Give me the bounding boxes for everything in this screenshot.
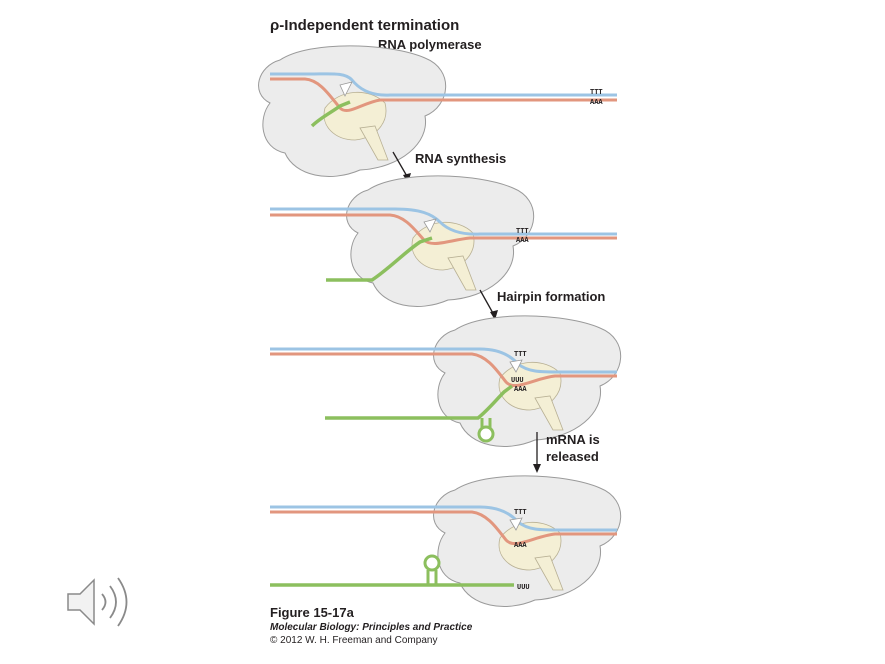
speaker-icon[interactable]	[64, 572, 136, 632]
seq-uuu: UUU	[517, 584, 530, 592]
diagram-title: ρ-Independent termination	[270, 17, 459, 34]
hairpin-stem	[480, 418, 492, 428]
active-site	[423, 218, 437, 233]
figure-number: Figure 15-17a	[270, 605, 354, 620]
panel-elongation: TTT AAA	[270, 175, 617, 307]
dna-bottom-strand	[270, 510, 617, 546]
dna-top-strand	[270, 207, 617, 236]
seq-aaa: AAA	[516, 237, 529, 245]
seq-ttt: TTT	[514, 351, 527, 359]
rna-transcript	[325, 384, 514, 420]
dna-bottom-strand	[270, 352, 617, 388]
figure-caption: Figure 15-17a Molecular Biology: Princip…	[270, 605, 472, 646]
arrow-step1	[392, 151, 409, 179]
arrow-step2	[479, 289, 495, 316]
arrowhead-step2	[490, 310, 498, 320]
seq-ttt: TTT	[514, 509, 527, 517]
hairpin-stem	[426, 570, 438, 585]
polymerase-label: RNA polymerase	[378, 37, 482, 52]
panel-initiation: TTT AAA	[258, 45, 617, 177]
hairpin-loop	[477, 425, 495, 443]
panel-release: TTT AAA UUU	[270, 475, 622, 607]
rna-transcript	[326, 236, 433, 282]
active-site	[509, 517, 523, 531]
seq-ttt: TTT	[516, 228, 529, 236]
seq-aaa: AAA	[514, 542, 527, 550]
arrowhead-step3	[533, 464, 541, 473]
seq-ttt: TTT	[590, 89, 603, 97]
step3-label-line1: mRNA is	[546, 432, 600, 447]
figure-copyright: © 2012 W. H. Freeman and Company	[270, 635, 438, 646]
hairpin-loop	[423, 554, 441, 572]
seq-aaa: AAA	[514, 386, 527, 394]
seq-uuu: UUU	[511, 377, 524, 385]
rna-transcript	[310, 100, 351, 128]
step2-label: Hairpin formation	[497, 289, 605, 304]
active-site	[339, 81, 353, 97]
step1-label: RNA synthesis	[415, 151, 506, 166]
dna-top-strand	[270, 72, 617, 97]
figure-source: Molecular Biology: Principles and Practi…	[270, 622, 473, 633]
active-site	[509, 359, 523, 373]
panel-hairpin: TTT UUU AAA	[270, 315, 622, 447]
seq-aaa: AAA	[590, 99, 603, 107]
step3-label-line2: released	[546, 449, 599, 464]
